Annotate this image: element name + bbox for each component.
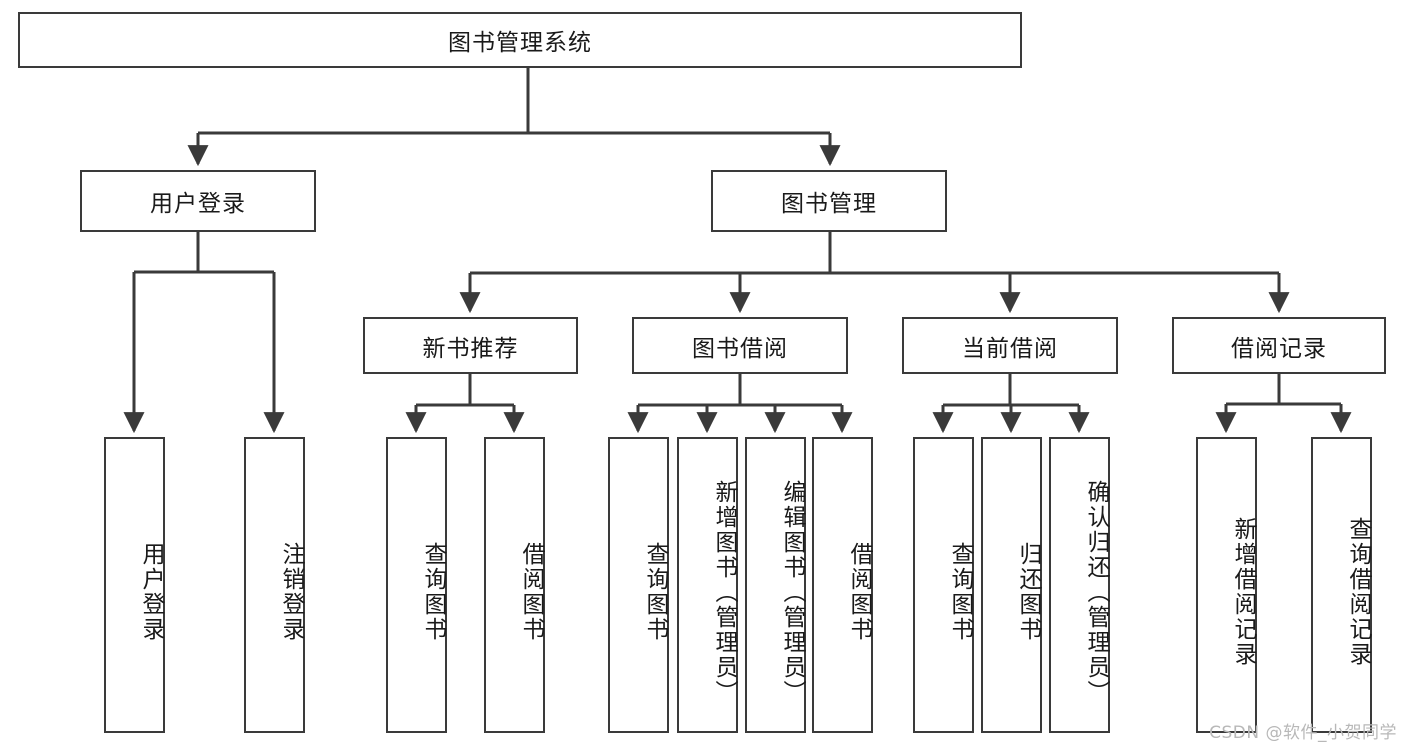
leaf-edit-book[interactable]: 编辑图书（管理员）	[745, 437, 806, 733]
node-user-login-label: 用户登录	[150, 191, 246, 217]
node-root[interactable]: 图书管理系统	[18, 12, 1022, 68]
leaf-add-record[interactable]: 新增借阅记录	[1196, 437, 1257, 733]
leaf-query-book-rec[interactable]: 查询图书	[386, 437, 447, 733]
node-book-borrow[interactable]: 图书借阅	[632, 317, 848, 374]
leaf-query-book-current-label: 查询图书	[947, 542, 973, 642]
node-book-borrow-label: 图书借阅	[692, 335, 788, 362]
leaf-query-record-label: 查询借阅记录	[1345, 517, 1371, 667]
leaf-borrow-book-rec[interactable]: 借阅图书	[484, 437, 545, 733]
node-current-borrow-label: 当前借阅	[962, 335, 1058, 362]
leaf-add-book[interactable]: 新增图书（管理员）	[677, 437, 738, 733]
leaf-query-book-borrow-label: 查询图书	[642, 542, 668, 642]
leaf-query-record[interactable]: 查询借阅记录	[1311, 437, 1372, 733]
node-book-manage-label: 图书管理	[781, 191, 877, 217]
leaf-return-book[interactable]: 归还图书	[981, 437, 1042, 733]
leaf-query-book-borrow[interactable]: 查询图书	[608, 437, 669, 733]
leaf-add-book-label: 新增图书（管理员）	[711, 479, 737, 705]
leaf-confirm-return[interactable]: 确认归还（管理员）	[1049, 437, 1110, 733]
node-book-manage[interactable]: 图书管理	[711, 170, 947, 232]
leaf-edit-book-label: 编辑图书（管理员）	[779, 479, 805, 705]
node-root-label: 图书管理系统	[448, 30, 592, 56]
leaf-query-book-rec-label: 查询图书	[420, 542, 446, 642]
node-new-book-rec[interactable]: 新书推荐	[363, 317, 578, 374]
leaf-add-record-label: 新增借阅记录	[1230, 517, 1256, 667]
leaf-user-logout[interactable]: 注销登录	[244, 437, 305, 733]
leaf-borrow-book-rec-label: 借阅图书	[518, 542, 544, 642]
leaf-return-book-label: 归还图书	[1015, 542, 1041, 642]
leaf-user-login[interactable]: 用户登录	[104, 437, 165, 733]
node-user-login[interactable]: 用户登录	[80, 170, 316, 232]
leaf-confirm-return-label: 确认归还（管理员）	[1083, 479, 1109, 705]
node-borrow-record[interactable]: 借阅记录	[1172, 317, 1386, 374]
leaf-borrow-book-label: 借阅图书	[846, 542, 872, 642]
leaf-user-login-label: 用户登录	[138, 542, 164, 642]
node-current-borrow[interactable]: 当前借阅	[902, 317, 1118, 374]
node-borrow-record-label: 借阅记录	[1231, 335, 1327, 362]
leaf-borrow-book[interactable]: 借阅图书	[812, 437, 873, 733]
leaf-query-book-current[interactable]: 查询图书	[913, 437, 974, 733]
node-new-book-rec-label: 新书推荐	[422, 335, 519, 362]
watermark: CSDN @软件_小贺同学	[1209, 723, 1397, 743]
leaf-user-logout-label: 注销登录	[278, 542, 304, 642]
